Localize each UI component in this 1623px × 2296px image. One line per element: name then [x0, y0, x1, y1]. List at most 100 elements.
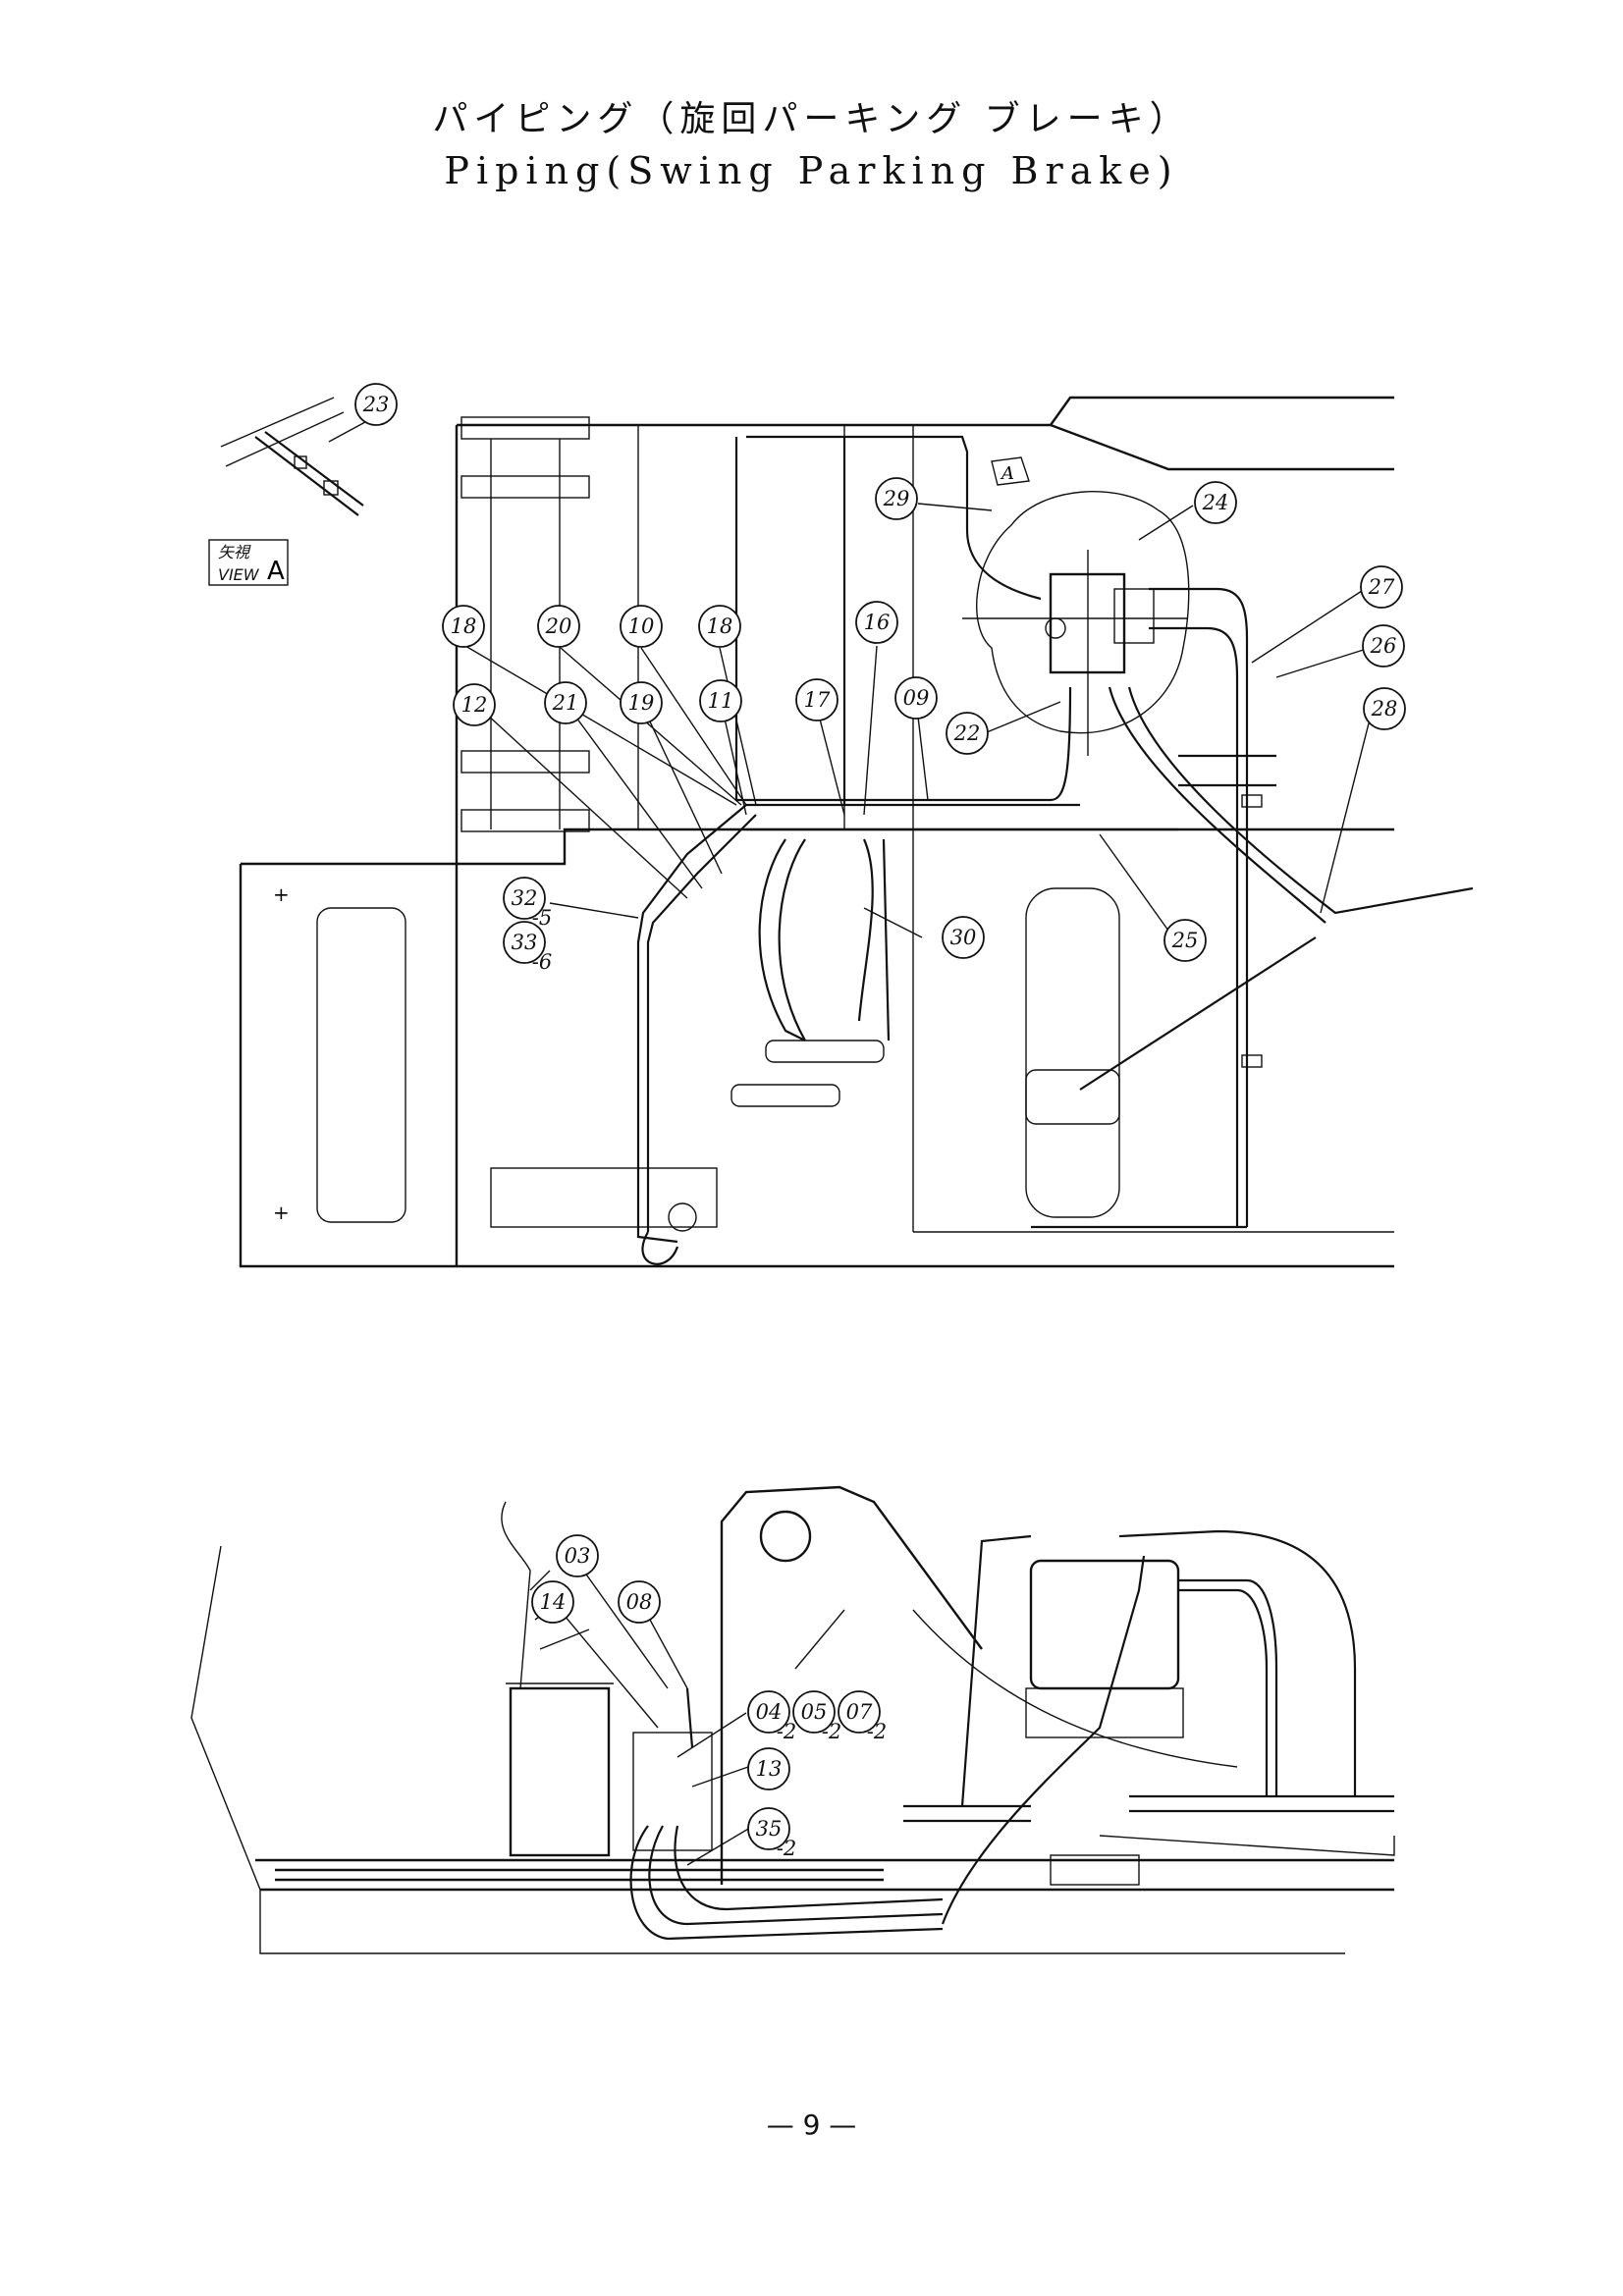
callout-balloon	[354, 383, 398, 426]
callout-balloon	[795, 678, 839, 721]
top-callout-28: 28	[1363, 687, 1406, 730]
top-assembly-drawing: + +	[220, 396, 1474, 1268]
callout-balloon	[855, 601, 898, 644]
arrow-a-letter: A	[1000, 463, 1014, 484]
callout-balloon	[537, 605, 580, 648]
top-callout-26: 26	[1362, 624, 1405, 667]
bottom-callout-35: 35-2	[747, 1807, 796, 1860]
callout-number: 10	[628, 614, 655, 638]
bottom-callout-04: 04-2	[747, 1690, 796, 1743]
callout-number: 24	[1202, 491, 1229, 514]
callout-number: 35	[756, 1817, 783, 1841]
callout-number: 32	[512, 886, 538, 910]
callout-number: 07	[846, 1700, 873, 1724]
view-letter: A	[267, 557, 285, 586]
bottom-callout-07: 07-2	[838, 1690, 887, 1743]
arrow-a-marker: A	[991, 456, 1030, 486]
callout-number: 03	[565, 1544, 591, 1568]
callout-number: 20	[545, 614, 572, 638]
callout-number: 22	[953, 721, 981, 745]
page-title-japanese: パイピング（旋回パーキング ブレーキ）	[432, 99, 1191, 139]
callout-number: 21	[552, 691, 579, 715]
top-callout-19: 19	[620, 681, 663, 724]
callout-number: 09	[903, 686, 930, 710]
callout-balloon	[698, 605, 741, 648]
top-callout-33: 33-6	[503, 921, 552, 974]
callout-quantity: -2	[777, 1720, 796, 1743]
callout-balloon	[747, 1747, 790, 1790]
bottom-callout-08: 08	[618, 1580, 661, 1624]
callout-balloon	[747, 1690, 790, 1734]
callout-quantity: -6	[532, 950, 552, 974]
callout-balloon	[1362, 624, 1405, 667]
callout-balloon	[1363, 687, 1406, 730]
bottom-assembly-drawing	[190, 1485, 1395, 1954]
callout-number: 26	[1370, 634, 1397, 658]
top-leader-lines	[328, 415, 1373, 938]
view-kanji: 矢視	[218, 543, 251, 561]
callout-quantity: -2	[867, 1720, 887, 1743]
top-callout-18: 18	[442, 605, 485, 648]
callout-balloon	[792, 1690, 836, 1734]
bottom-callout-05: 05-2	[792, 1690, 841, 1743]
top-callout-17: 17	[795, 678, 839, 721]
top-callout-23: 23	[354, 383, 398, 426]
callout-number: 16	[864, 611, 891, 634]
callout-balloon	[620, 681, 663, 724]
page-number: — 9 —	[766, 2109, 857, 2141]
callout-number: 30	[950, 926, 977, 949]
callout-balloon	[620, 605, 663, 648]
top-callout-11: 11	[699, 679, 742, 722]
top-callout-21: 21	[544, 681, 587, 724]
top-callout-20: 20	[537, 605, 580, 648]
top-callout-30: 30	[942, 916, 985, 959]
callout-balloon	[453, 683, 496, 726]
callout-balloon	[747, 1807, 790, 1850]
callout-balloon	[942, 916, 985, 959]
callout-number: 12	[461, 693, 488, 717]
view-a-label: 矢視 VIEW A	[208, 539, 289, 586]
top-callout-24: 24	[1194, 481, 1237, 524]
callout-number: 04	[756, 1700, 783, 1724]
callout-balloon	[618, 1580, 661, 1624]
callout-balloon	[503, 921, 546, 964]
callout-number: 23	[362, 393, 390, 416]
callout-quantity: -2	[822, 1720, 841, 1743]
top-callout-18: 18	[698, 605, 741, 648]
callout-balloon	[442, 605, 485, 648]
callout-balloon	[544, 681, 587, 724]
callout-number: 25	[1171, 929, 1199, 952]
callout-quantity: -2	[777, 1837, 796, 1860]
callout-quantity: -5	[532, 906, 552, 930]
callout-number: 18	[707, 614, 733, 638]
callout-number: 33	[512, 931, 538, 954]
callout-balloon	[1360, 565, 1403, 609]
callout-balloon	[1194, 481, 1237, 524]
callout-balloon	[531, 1580, 574, 1624]
callout-number: 13	[756, 1757, 783, 1781]
top-callout-29: 29	[875, 477, 918, 520]
callout-balloon	[875, 477, 918, 520]
top-callout-12: 12	[453, 683, 496, 726]
top-callout-32: 32-5	[503, 877, 552, 930]
bottom-callout-13: 13	[747, 1747, 790, 1790]
callout-balloon	[503, 877, 546, 920]
callout-number: 11	[708, 689, 734, 713]
top-callout-16: 16	[855, 601, 898, 644]
callout-number: 28	[1371, 697, 1398, 721]
callout-balloon	[894, 676, 938, 720]
top-callout-25: 25	[1163, 919, 1207, 962]
callout-number: 17	[804, 688, 831, 712]
callout-balloon	[838, 1690, 881, 1734]
callout-balloon	[1163, 919, 1207, 962]
callout-balloon	[699, 679, 742, 722]
bottom-callout-14: 14	[531, 1580, 574, 1624]
callout-number: 05	[801, 1700, 828, 1724]
top-callout-22: 22	[946, 712, 989, 755]
svg-text:+: +	[273, 1201, 290, 1224]
top-callout-09: 09	[894, 676, 938, 720]
callout-balloon	[556, 1534, 599, 1577]
